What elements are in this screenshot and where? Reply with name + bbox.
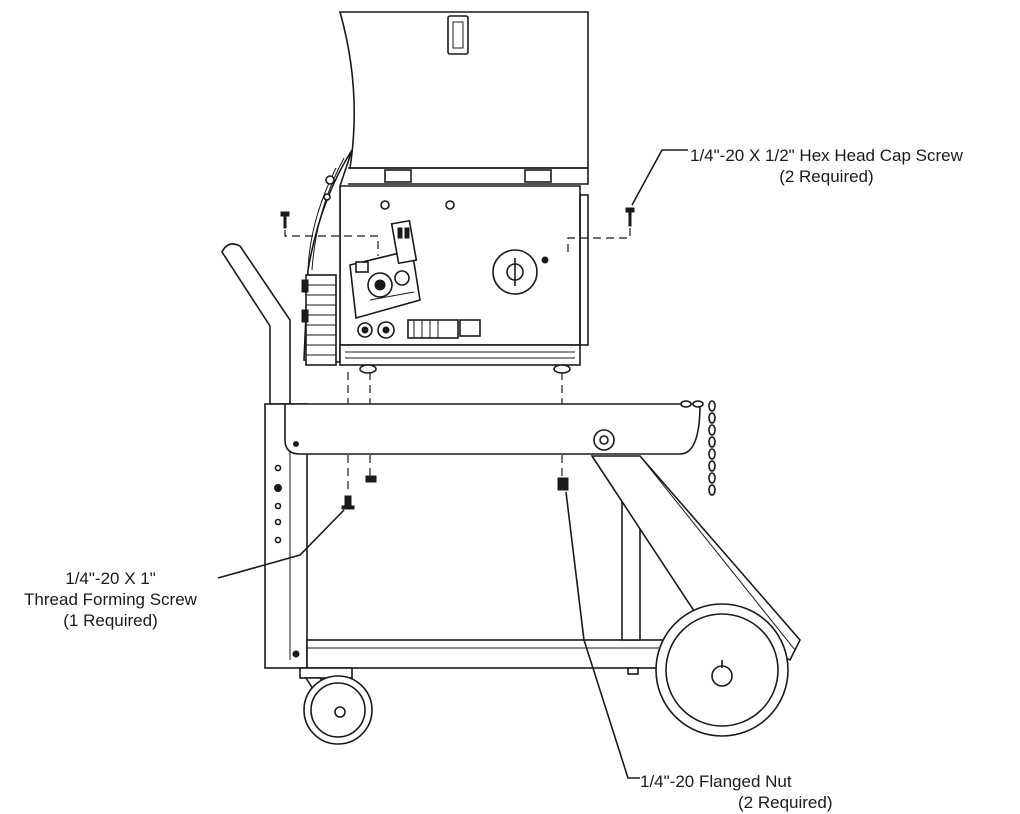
- hex-head-cap-screw-left: [280, 211, 379, 256]
- lid-hinge: [524, 169, 552, 183]
- control-strip: [407, 319, 459, 339]
- callout-hex-line1: 1/4"-20 X 1/2" Hex Head Cap Screw: [690, 146, 963, 165]
- front-caster: [299, 667, 373, 745]
- callout-thread-line3: (1 Required): [63, 611, 158, 630]
- cart-top-tray: [284, 403, 701, 455]
- rear-wheel: [655, 603, 789, 737]
- callout-thread-line2: Thread Forming Screw: [24, 590, 197, 609]
- hex-head-cap-screw-right: [567, 207, 635, 256]
- callout-hex-head-cap-screw: 1/4"-20 X 1/2" Hex Head Cap Screw (2 Req…: [690, 145, 963, 187]
- mounting-alignment-lines: [347, 372, 563, 490]
- welder-unit: [301, 11, 589, 374]
- callout-hex-line2: (2 Required): [779, 167, 874, 186]
- welding-cart: [221, 243, 801, 745]
- callout-nut-line1: 1/4"-20 Flanged Nut: [640, 772, 792, 791]
- callout-thread-forming-screw: 1/4"-20 X 1" Thread Forming Screw (1 Req…: [8, 568, 213, 631]
- spool-hub: [492, 249, 549, 295]
- welder-base: [339, 344, 581, 366]
- front-vents: [301, 274, 337, 366]
- lid-hinge: [384, 169, 412, 183]
- callout-flanged-nut: 1/4"-20 Flanged Nut (2 Required): [640, 771, 833, 813]
- flanged-nut: [557, 477, 640, 779]
- thread-forming-screw: [217, 495, 355, 579]
- wire-drive-assembly: [349, 219, 421, 320]
- hex-screw-leader: [631, 149, 688, 206]
- flanged-nut: [365, 475, 377, 483]
- welder-foot: [553, 364, 571, 374]
- cylinder-chain: [680, 400, 716, 496]
- callout-thread-line1: 1/4"-20 X 1": [65, 569, 156, 588]
- callout-nut-line2: (2 Required): [738, 793, 833, 812]
- cart-bottom-shelf: [306, 639, 688, 669]
- cart-handle: [221, 243, 291, 405]
- welder-foot: [359, 364, 377, 374]
